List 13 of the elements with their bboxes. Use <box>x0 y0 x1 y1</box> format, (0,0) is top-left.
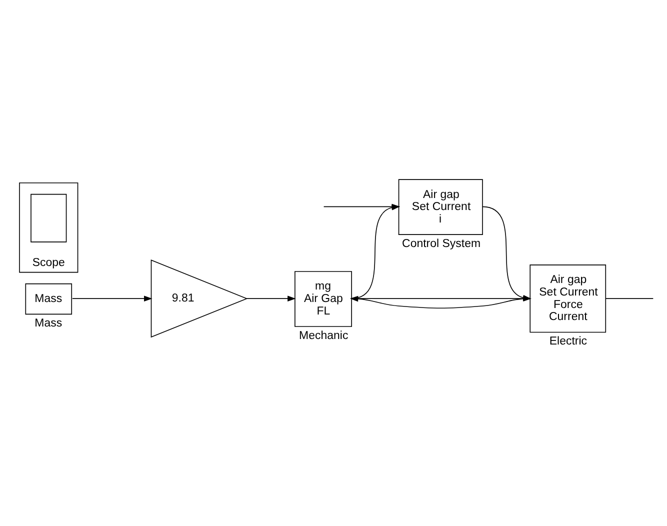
node-label: Mass <box>34 317 62 330</box>
node-box: Air gap Set Current Force Current <box>530 264 606 332</box>
node-label: Scope <box>32 256 65 268</box>
node-box: mg Air Gap FL <box>294 270 352 326</box>
node-box: Mass <box>25 282 72 314</box>
cluster <box>19 182 78 272</box>
node-label: Mechanic <box>299 329 348 342</box>
node-box <box>30 193 67 242</box>
node-box: Air gap Set Current i <box>398 178 483 234</box>
node-label: Control System <box>402 238 481 250</box>
node-label: Electric <box>549 335 588 348</box>
arrow <box>72 295 152 301</box>
arrow <box>246 295 296 301</box>
